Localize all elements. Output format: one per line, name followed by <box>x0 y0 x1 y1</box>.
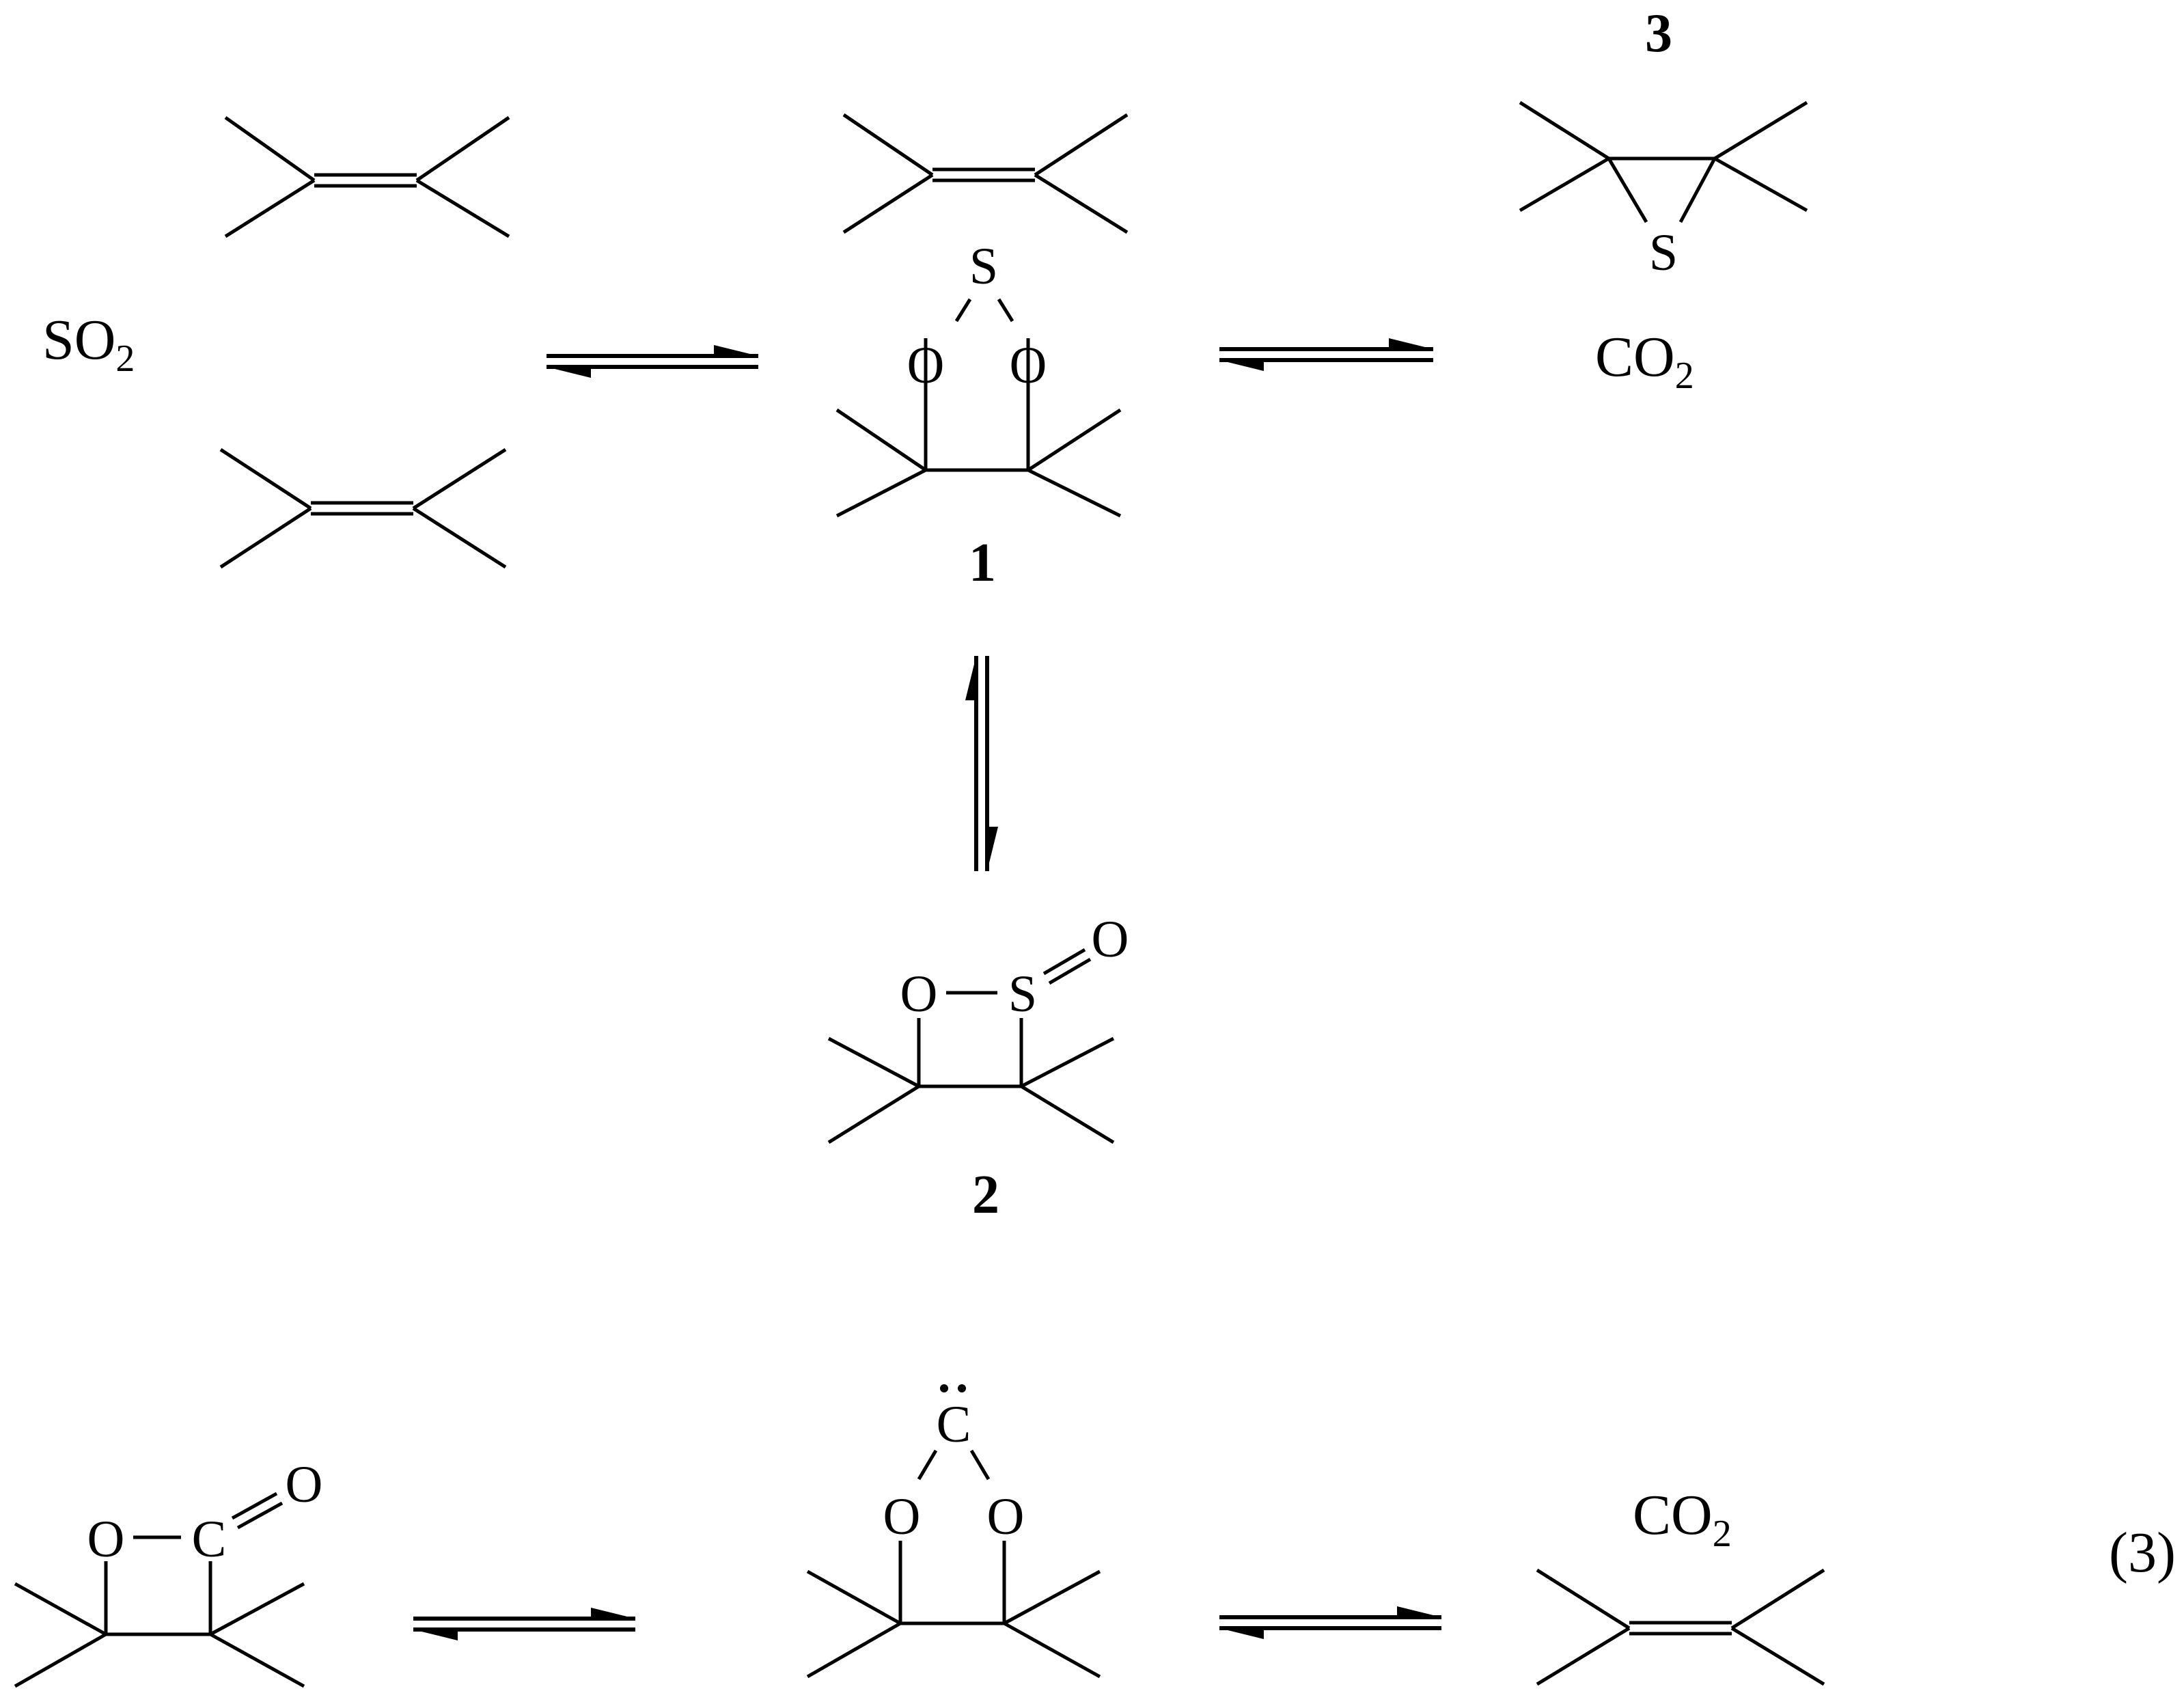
compound-2-structure <box>827 948 1115 1144</box>
equilibrium-arrow-bottom-left <box>413 1608 635 1640</box>
compound-1-oxygen-right: O <box>1010 337 1047 394</box>
beta-lactone-structure <box>14 1492 305 1688</box>
carbene-lone-pair-dot-right <box>958 1384 966 1392</box>
equilibrium-arrow-bottom-right <box>1219 1606 1441 1639</box>
compound-2-oxygen-exo: O <box>1092 911 1129 968</box>
lactone-oxygen-ring: O <box>87 1511 125 1568</box>
co2-formula-bottom: CO2 <box>1633 1483 1732 1555</box>
co2-formula-top: CO2 <box>1595 325 1694 397</box>
compound-3-sulfur: S <box>1649 224 1678 281</box>
lactone-carbon: C <box>192 1511 227 1568</box>
compound-1-label: 1 <box>969 533 996 593</box>
so2-formula: SO2 <box>42 308 135 380</box>
equation-number: (3) <box>2109 1521 2176 1584</box>
equilibrium-arrow-vertical <box>965 656 998 871</box>
alkene-bottom-left <box>219 448 507 569</box>
carbene-structure <box>806 1449 1101 1679</box>
compound-1-sulfur: S <box>969 238 998 295</box>
compound-1-oxygen-left: O <box>907 337 945 394</box>
carbene-carbon: C <box>937 1396 971 1453</box>
carbene-oxygen-left: O <box>883 1488 921 1545</box>
compound-2-oxygen-ring: O <box>900 965 938 1023</box>
compound-3-label: 3 <box>1645 3 1672 64</box>
lactone-oxygen-exo: O <box>286 1456 323 1513</box>
equilibrium-arrow-left <box>547 345 758 378</box>
alkene-top-left <box>224 115 510 238</box>
carbene-oxygen-right: O <box>987 1488 1025 1545</box>
alkene-bottom-right <box>1536 1568 1825 1686</box>
carbene-lone-pair-dot-left <box>940 1384 948 1392</box>
equilibrium-arrow-right <box>1219 338 1433 371</box>
compound-1-structure <box>835 298 1122 518</box>
compound-2-label: 2 <box>972 1165 999 1225</box>
alkene-top-center <box>842 113 1129 234</box>
compound-3-structure <box>1519 100 1808 223</box>
compound-2-sulfur: S <box>1008 965 1037 1023</box>
